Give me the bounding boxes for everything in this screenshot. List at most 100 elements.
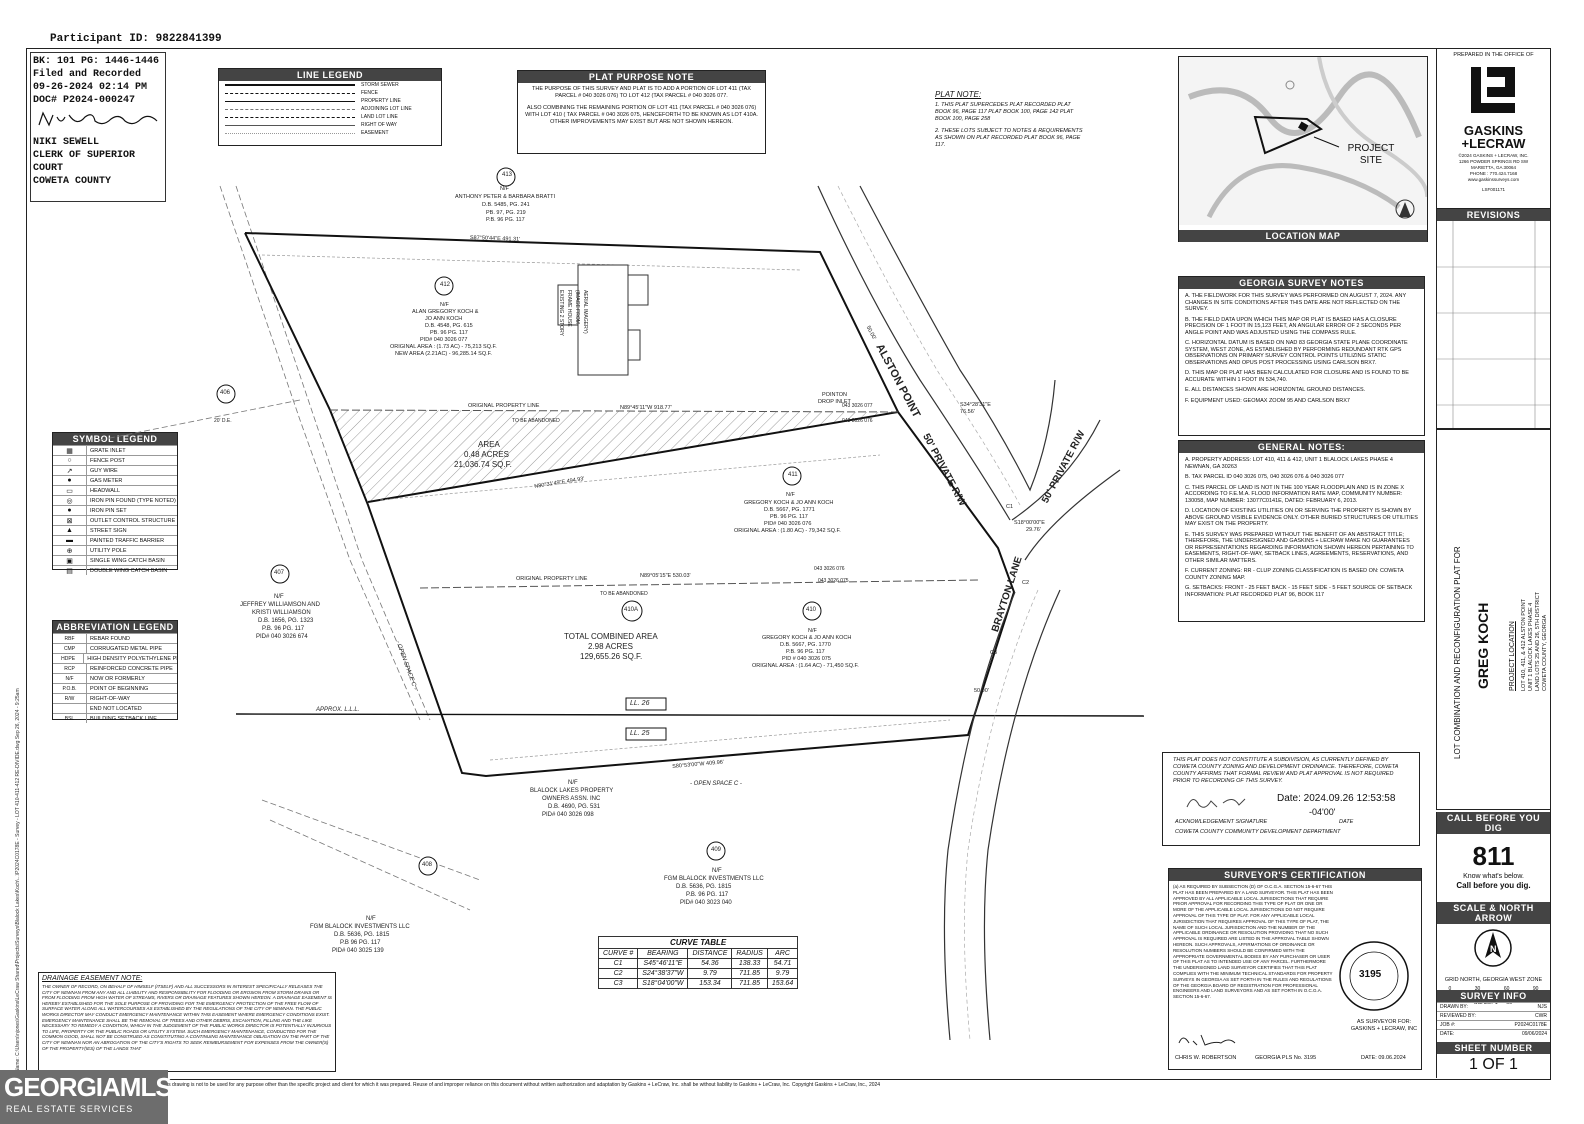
row-width: 50.00' [974,688,989,694]
parcel-name: GREGORY KOCH & JO ANN KOCH [762,635,852,641]
parcel-deed: D.B. 5667, PG. 1770 [780,642,831,648]
abbreviation-meaning: REINFORCED CONCRETE PIPE [90,665,173,672]
parcel-deed: D.B. 1656, PG. 1323 [258,618,314,624]
grid-zone: GRID NORTH, GEORGIA WEST ZONE [1444,977,1543,983]
parcel-id-tag: 043 3026 077 [842,403,873,409]
parcel-owner: N/F [712,868,722,874]
lot-number-408: 408 [422,862,433,868]
curve-table-cell: 9.79 [766,968,799,979]
parcel-deed: D.B. 5485, PG. 241 [482,202,530,208]
curve-label-c1: C1 [1006,504,1014,510]
drainage-note-title: DRAINAGE EASEMENT NOTE: [42,975,143,982]
doc-number: DOC# P2024-000247 [33,95,136,106]
symbol-legend-label: IRON PIN SET [90,507,127,514]
parcel-owner: N/F [568,780,578,786]
abbreviation-code: P.O.B. [53,684,87,693]
seal-number: 3195 [1359,969,1382,980]
note-item: D. LOCATION OF EXISTING UTILITIES ON OR … [1185,508,1418,527]
parcel-name: ANTHONY PETER & BARBARA BRATTI [455,194,556,200]
line-legend-row: FENCE [219,89,441,97]
abbreviation-row: END NOT LOCATED [53,703,177,713]
symbol-legend-row: ◎IRON PIN FOUND (TYPE NOTED) [53,495,177,505]
clerk-name: NIKI SEWELL [33,137,100,148]
lot-number-413: 413 [502,172,513,178]
firm-block: PREPARED IN THE OFFICE OF GASKINS +LECRA… [1436,48,1550,208]
scale-tick: 30 [1474,986,1481,992]
curve-table-title: CURVE TABLE [597,936,799,949]
scale-ticks: 0 30 60 90 [1449,986,1539,992]
transfer-area-sqft: 21,036.74 SQ.F. [454,460,512,469]
lot-number-410: 410 [806,607,817,613]
survey-info-row: DRAWN BY:NJS [1437,1002,1550,1011]
project-location-title: PROJECT LOCATION [1509,621,1516,691]
parcel-owner: N/F [808,628,817,634]
surveyor-pls: GEORGIA PLS No. 3195 [1255,1055,1317,1061]
new-lot-line [367,411,899,503]
curve-label-c2: C2 [1022,580,1030,586]
house-label: (IMAGE FROM [574,290,580,324]
bearing-c1-dist: 29.76' [1026,527,1041,533]
combined-area-sqft: 129,655.26 SQ.F. [580,652,643,661]
line-legend-label: EASEMENT [361,129,389,136]
survey-info-row: JOB #:P2024C0178E [1437,1020,1550,1029]
legend-symbol-icon: ● [53,506,87,515]
county-signature-icon [1186,798,1246,808]
combined-area-label: TOTAL COMBINED AREA [564,632,658,641]
symbol-legend-row: ▤DOUBLE WING CATCH BASIN [53,565,177,575]
to-be-abandoned-label: TO BE ABANDONED [600,591,648,597]
abbreviation-meaning: CORRUGATED METAL PIPE [90,645,163,652]
curve-table-header-cell: ARC [766,948,799,959]
legend-symbol-icon: ▬ [53,536,87,545]
survey-info-title: SURVEY INFO [1437,990,1550,1002]
symbol-legend-row: ○FENCE POST [53,455,177,465]
note-item: E. THIS SURVEY WAS PREPARED WITHOUT THE … [1185,531,1414,564]
abbreviation-meaning: END NOT LOCATED [90,705,142,712]
parcel-plat-book: PB. 97, PG. 219 [486,210,526,216]
parcel-plat-book: P.B. 96 PG. 117 [686,892,729,898]
location-map-title: LOCATION MAP [1179,230,1427,242]
line-legend-row: STORM SEWER [219,81,441,89]
call-811-title: CALL BEFORE YOU DIG [1437,812,1550,834]
symbol-legend-label: GUY WIRE [90,467,118,474]
bearing-south-original: N89°05'15"E 530.03' [640,573,691,579]
county-stamp-tz: -04'00' [1309,807,1336,817]
survey-info-value: 09/06/2024 [1521,1031,1547,1037]
abbreviation-legend-title: ABBREVIATION LEGEND [53,621,177,633]
symbol-legend-label: GRATE INLET [90,447,126,454]
curve-table-header-cell: CURVE # [597,948,639,959]
parcel-deed: D.B. 4690, PG. 531 [548,804,601,810]
curve-table-header-cell: RADIUS [731,948,768,959]
parcel-id: PID# 040 3026 077 [420,337,468,343]
clerk-title: CLERK OF SUPERIOR COURT [33,150,136,174]
sheet-border [26,48,1551,1080]
title-block: LOT COMBINATION AND RECONFIGURATION PLAT… [1436,428,1550,810]
general-notes: GENERAL NOTES: A. PROPERTY ADDRESS: LOT … [1178,440,1425,622]
abbreviation-row: P.O.B.POINT OF BEGINNING [53,683,177,693]
surveyor-certification: SURVEYOR'S CERTIFICATION (a) AS REQUIRED… [1168,868,1422,1070]
house-label: AERIAL IMAGERY) [582,290,588,334]
abbreviation-code: R/W [53,694,87,703]
call-811-block: CALL BEFORE YOU DIG 811 Know what's belo… [1436,812,1550,902]
note-item: B. THE FIELD DATA UPON WHICH THIS MAP OR… [1185,316,1401,336]
curve-table-cell: S18°04'00"W [637,978,689,989]
legend-symbol-icon: ● [53,476,87,485]
to-be-abandoned-label: TO BE ABANDONED [512,418,560,424]
county-department: COWETA COUNTY COMMUNITY DEVELOPMENT DEPA… [1175,829,1341,835]
plat-purpose-text-2: ALSO COMBINING THE REMAINING PORTION OF … [525,105,758,125]
symbol-legend-row: ▭HEADWALL [53,485,177,495]
curve-table-cell: S45°46'11"E [637,958,689,969]
curve-table-header-cell: DISTANCE [687,948,733,959]
symbol-legend-row: ▣SINGLE WING CATCH BASIN [53,555,177,565]
acknowledgement-label: ACKNOWLEDGEMENT SIGNATURE [1175,819,1268,825]
watermark-logo-text: GEORGIAMLS [4,1072,173,1102]
surveyor-firm: GASKINS + LECRAW, INC [1350,1026,1418,1032]
svg-text:N: N [1490,944,1497,954]
survey-info-row: REVIEWED BY:CWR [1437,1011,1550,1020]
survey-info-value: CWR [1535,1013,1547,1019]
parcel-name: FGM BLALOCK INVESTMENTS LLC [310,924,410,930]
